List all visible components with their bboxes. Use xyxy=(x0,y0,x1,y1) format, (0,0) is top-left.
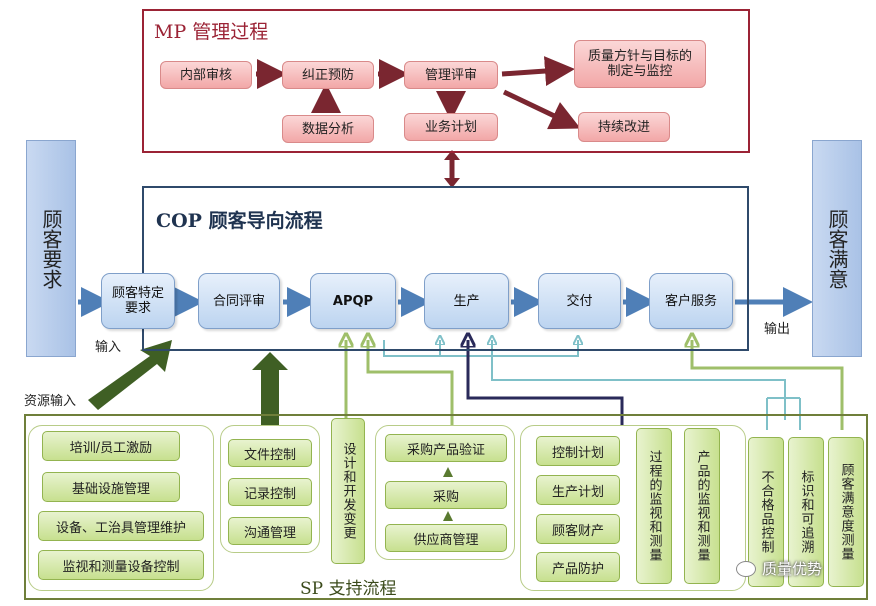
mp-continuous-improvement: 持续改进 xyxy=(578,112,670,142)
sp-communication: 沟通管理 xyxy=(228,517,312,545)
resource-input-label: 资源输入 xyxy=(24,394,77,409)
sp-nonconforming-control: 不合格品控制 xyxy=(748,437,784,587)
arrow-review-to-policy xyxy=(501,56,575,86)
cop-step-customer-specific: 顾客特定要求 xyxy=(101,273,175,329)
sp-measuring-equipment: 监视和测量设备控制 xyxy=(38,550,204,580)
mp-management-review: 管理评审 xyxy=(404,61,498,89)
mp-corrective-action: 纠正预防 xyxy=(282,61,374,89)
customer-satisfaction: 顾客满意 xyxy=(812,140,862,357)
sp-document-control: 文件控制 xyxy=(228,439,312,467)
sp-title: SP 支持流程 xyxy=(300,579,397,599)
sp-identification-traceability: 标识和可追溯 xyxy=(788,437,824,587)
arrow-review-to-improvement xyxy=(502,89,581,130)
arrow-docs-up xyxy=(252,352,288,425)
cop-frame: COP 顾客导向流程 xyxy=(142,186,749,351)
cop-step-apqp: APQP xyxy=(310,273,396,329)
sp-product-monitoring: 产品的监视和测量 xyxy=(684,428,720,584)
mp-frame: MP 管理过程 xyxy=(142,9,750,153)
cop-step-contract-review: 合同评审 xyxy=(198,273,280,329)
watermark: 质量优势 xyxy=(736,558,822,579)
mp-business-plan: 业务计划 xyxy=(404,113,498,141)
mp-data-analysis: 数据分析 xyxy=(282,115,374,143)
sp-supplier-management: 供应商管理 xyxy=(385,524,507,552)
sp-customer-property: 顾客财产 xyxy=(536,514,620,544)
sp-training: 培训/员工激励 xyxy=(42,431,180,461)
arrow-resource-input xyxy=(88,340,172,410)
watermark-text: 质量优势 xyxy=(762,560,823,578)
sp-satisfaction-measurement: 顾客满意度测量 xyxy=(828,437,864,587)
sp-purchasing: 采购 xyxy=(385,481,507,509)
arrow-supplier-to-purchasing xyxy=(443,511,453,521)
sp-process-monitoring: 过程的监视和测量 xyxy=(636,428,672,584)
mp-title: MP 管理过程 xyxy=(154,21,269,43)
mp-quality-policy: 质量方针与目标的制定与监控 xyxy=(574,40,706,88)
sp-control-plan: 控制计划 xyxy=(536,436,620,466)
cop-input-label: 输入 xyxy=(95,340,122,355)
customer-requirements: 顾客要求 xyxy=(26,140,76,357)
cop-step-production: 生产 xyxy=(424,273,509,329)
sp-purchase-verification: 采购产品验证 xyxy=(385,434,507,462)
arrow-purchasing-to-verification xyxy=(443,467,453,477)
cop-step-customer-service: 客户服务 xyxy=(649,273,733,329)
sp-frame xyxy=(24,414,868,600)
wechat-icon xyxy=(736,560,756,577)
sp-equipment-maintenance: 设备、工治具管理维护 xyxy=(38,511,204,541)
mp-internal-audit: 内部审核 xyxy=(160,61,252,89)
sp-production-plan: 生产计划 xyxy=(536,475,620,505)
cop-step-delivery: 交付 xyxy=(538,273,621,329)
sp-design-change: 设计和开发变更 xyxy=(331,418,365,564)
cop-output-label: 输出 xyxy=(764,322,791,337)
sp-record-control: 记录控制 xyxy=(228,478,312,506)
sp-infrastructure: 基础设施管理 xyxy=(42,472,180,502)
sp-product-protection: 产品防护 xyxy=(536,552,620,582)
cop-title: COP 顾客导向流程 xyxy=(156,210,323,232)
